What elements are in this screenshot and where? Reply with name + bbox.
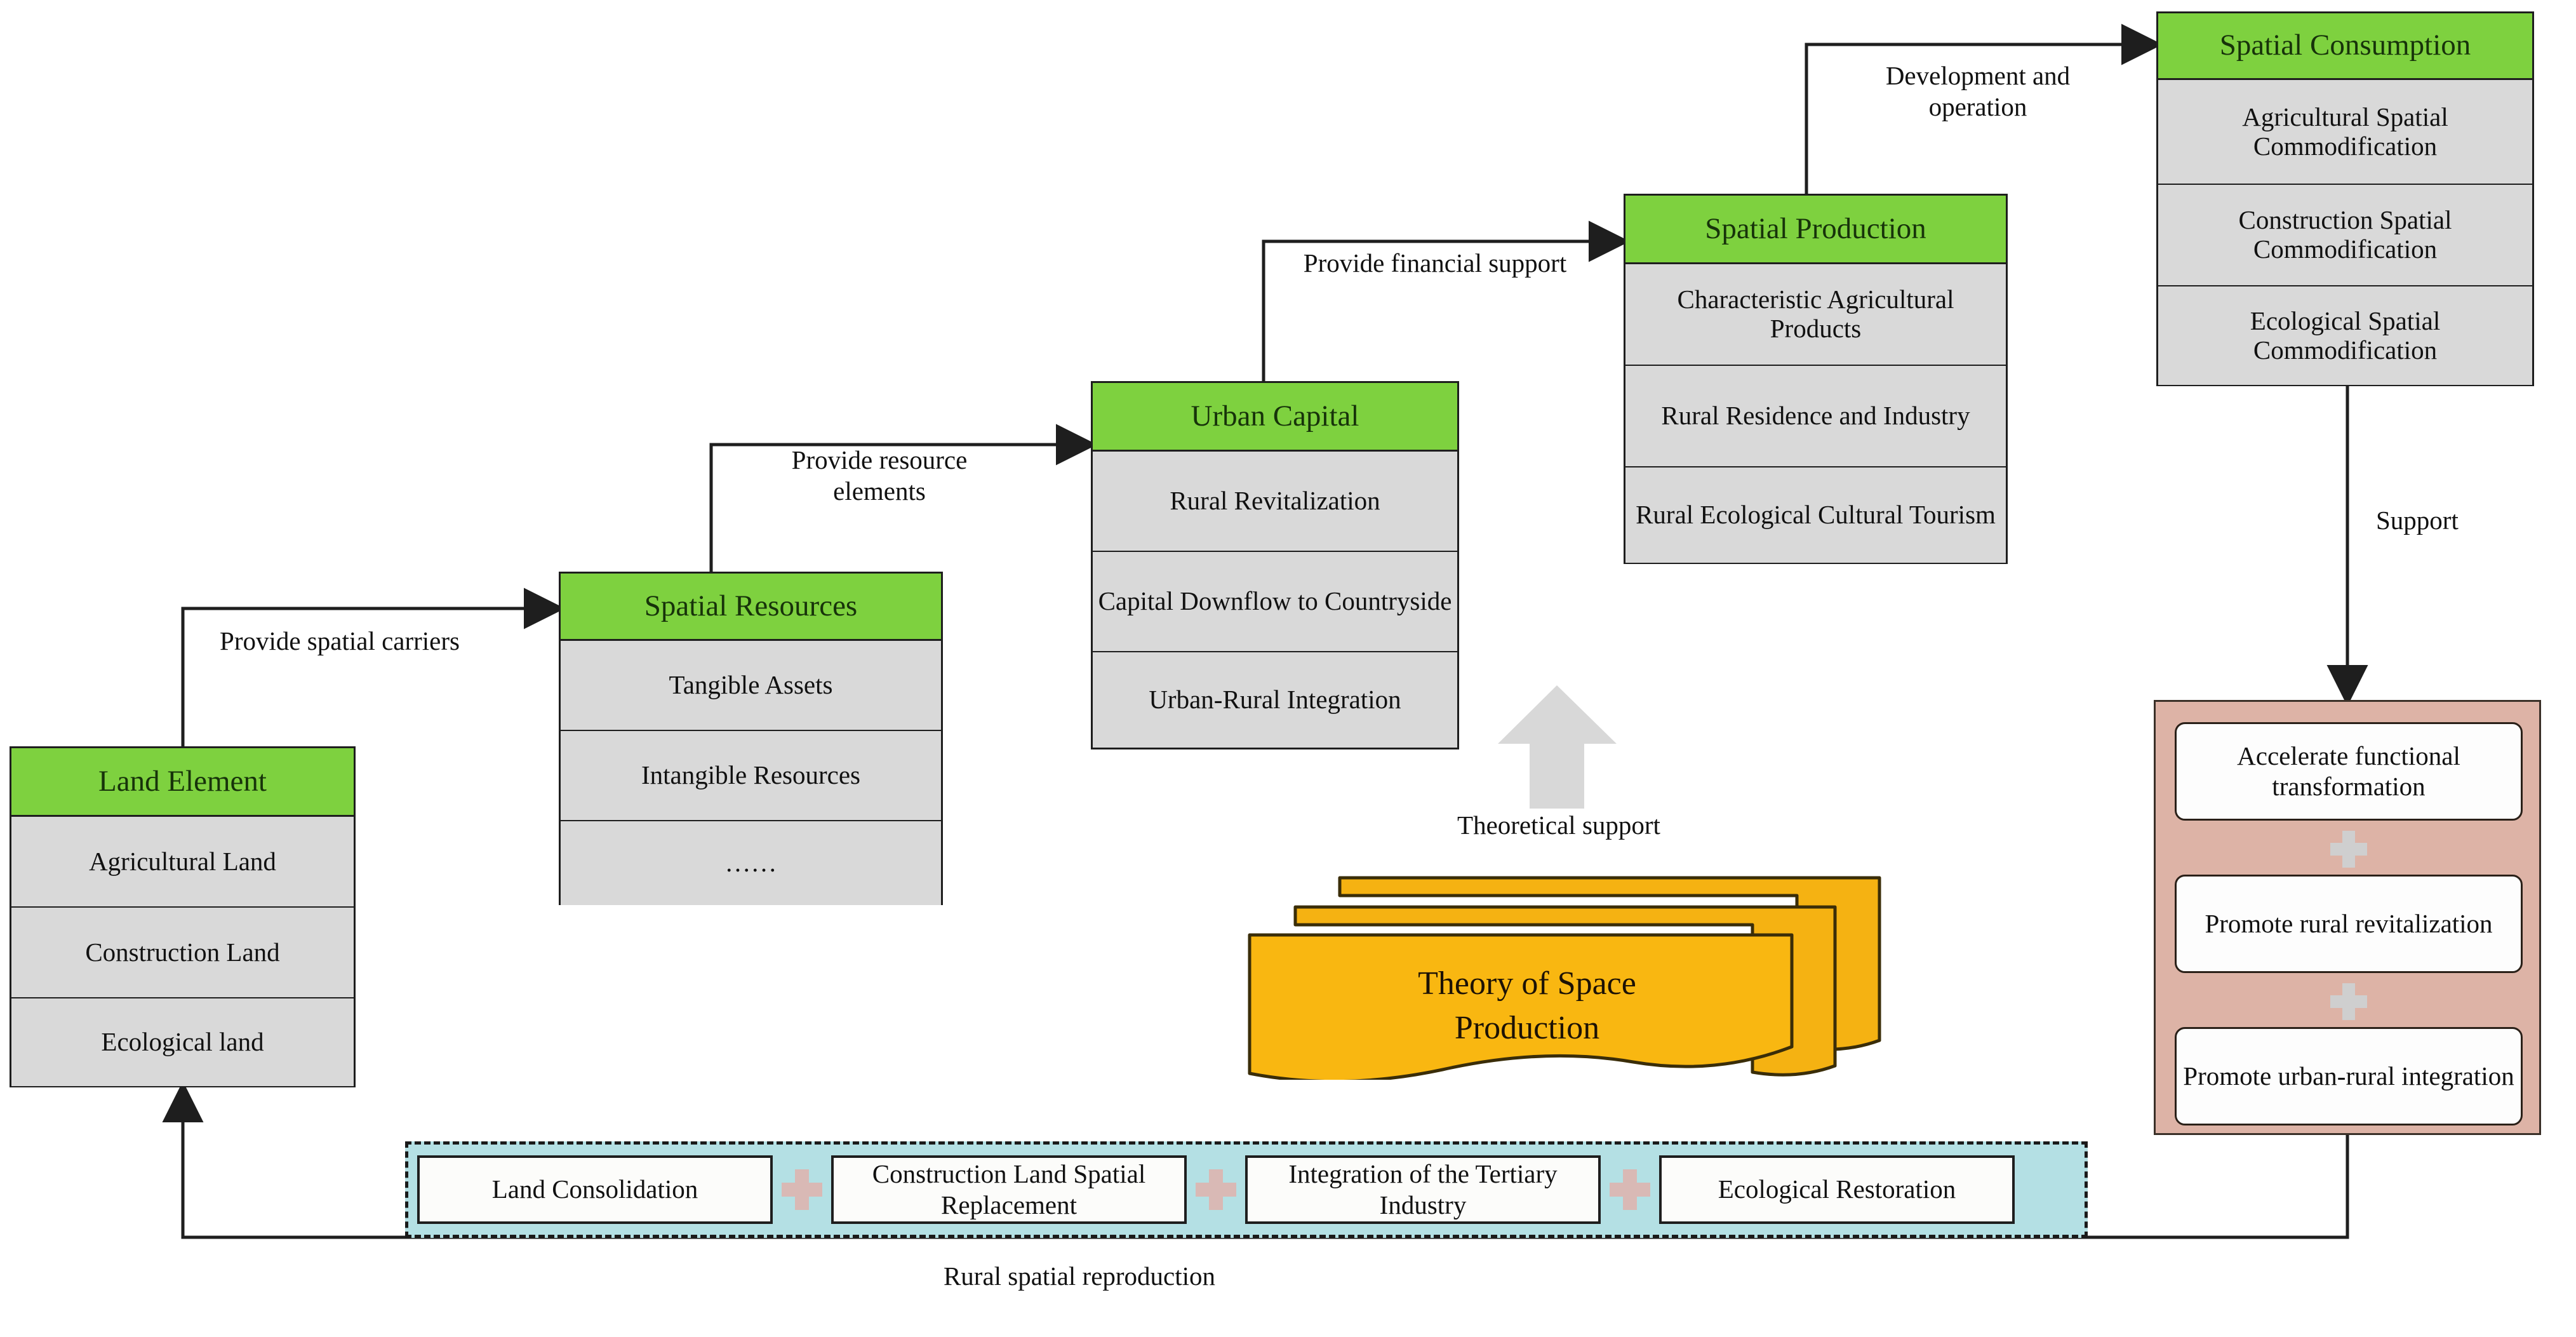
plus-icon xyxy=(1196,1169,1236,1210)
measure-item[interactable]: Ecological Restoration xyxy=(1659,1155,2015,1224)
edge-label-provide-resource-elements: Provide resource elements xyxy=(791,445,968,506)
measure-item[interactable]: Construction Land Spatial Replacement xyxy=(831,1155,1187,1224)
node-land-element-row: Agricultural Land xyxy=(11,817,354,908)
outcome-item[interactable]: Promote urban-rural integration xyxy=(2175,1027,2523,1125)
plus-icon xyxy=(2330,831,2367,868)
node-land-element-row: Ecological land xyxy=(11,998,354,1086)
node-spatial-resources-row: …… xyxy=(561,821,941,905)
node-urban-capital-row: Rural Revitalization xyxy=(1093,452,1457,552)
edge-label-development-and-operation: Development and operation xyxy=(1885,61,2071,122)
node-spatial-resources[interactable]: Spatial Resources Tangible Assets Intang… xyxy=(559,572,943,905)
node-spatial-resources-row: Intangible Resources xyxy=(561,731,941,821)
outcome-item[interactable]: Promote rural revitalization xyxy=(2175,875,2523,973)
node-spatial-consumption-row: Construction Spatial Commodification xyxy=(2158,185,2532,286)
node-land-element-row: Construction Land xyxy=(11,908,354,998)
edge-label-provide-spatial-carriers: Provide spatial carriers xyxy=(220,626,460,655)
node-spatial-production-row: Characteristic Agricultural Products xyxy=(1625,264,2006,366)
outcome-item[interactable]: Accelerate functional transformation xyxy=(2175,722,2523,821)
node-urban-capital-title: Urban Capital xyxy=(1093,383,1457,452)
node-spatial-consumption[interactable]: Spatial Consumption Agricultural Spatial… xyxy=(2156,11,2534,386)
edge-label-rural-spatial-reproduction: Rural spatial reproduction xyxy=(943,1261,1216,1291)
edge-label-provide-financial-support: Provide financial support xyxy=(1303,248,1567,278)
theory-line-2: Production xyxy=(1454,1010,1600,1046)
measure-item[interactable]: Land Consolidation xyxy=(417,1155,773,1224)
node-spatial-consumption-row: Agricultural Spatial Commodification xyxy=(2158,80,2532,185)
measures-strip: Land Consolidation Construction Land Spa… xyxy=(405,1141,2088,1238)
node-spatial-production-row: Rural Residence and Industry xyxy=(1625,366,2006,467)
node-spatial-resources-row: Tangible Assets xyxy=(561,641,941,731)
edge-label-support: Support xyxy=(2376,506,2459,535)
plus-icon xyxy=(782,1169,822,1210)
node-spatial-production-title: Spatial Production xyxy=(1625,196,2006,264)
node-land-element-title: Land Element xyxy=(11,748,354,817)
node-spatial-consumption-row: Ecological Spatial Commodification xyxy=(2158,286,2532,385)
node-land-element[interactable]: Land Element Agricultural Land Construct… xyxy=(10,746,356,1087)
node-spatial-production[interactable]: Spatial Production Characteristic Agricu… xyxy=(1624,194,2008,564)
theoretical-support-arrow-icon xyxy=(1498,685,1617,809)
node-spatial-production-row: Rural Ecological Cultural Tourism xyxy=(1625,467,2006,563)
node-spatial-consumption-title: Spatial Consumption xyxy=(2158,13,2532,80)
measure-item[interactable]: Integration of the Tertiary Industry xyxy=(1245,1155,1601,1224)
edge-label-theoretical-support: Theoretical support xyxy=(1457,810,1660,840)
node-urban-capital-row: Urban-Rural Integration xyxy=(1093,652,1457,748)
theory-line-1: Theory of Space xyxy=(1418,965,1636,1002)
plus-icon xyxy=(1610,1169,1650,1210)
theory-of-space-production-stack[interactable]: Theory of Space Production xyxy=(1245,870,1886,1080)
plus-icon xyxy=(2330,983,2367,1020)
outcomes-panel: Accelerate functional transformation Pro… xyxy=(2154,700,2541,1135)
node-urban-capital[interactable]: Urban Capital Rural Revitalization Capit… xyxy=(1091,381,1459,749)
node-urban-capital-row: Capital Downflow to Countryside xyxy=(1093,552,1457,652)
node-spatial-resources-title: Spatial Resources xyxy=(561,574,941,641)
